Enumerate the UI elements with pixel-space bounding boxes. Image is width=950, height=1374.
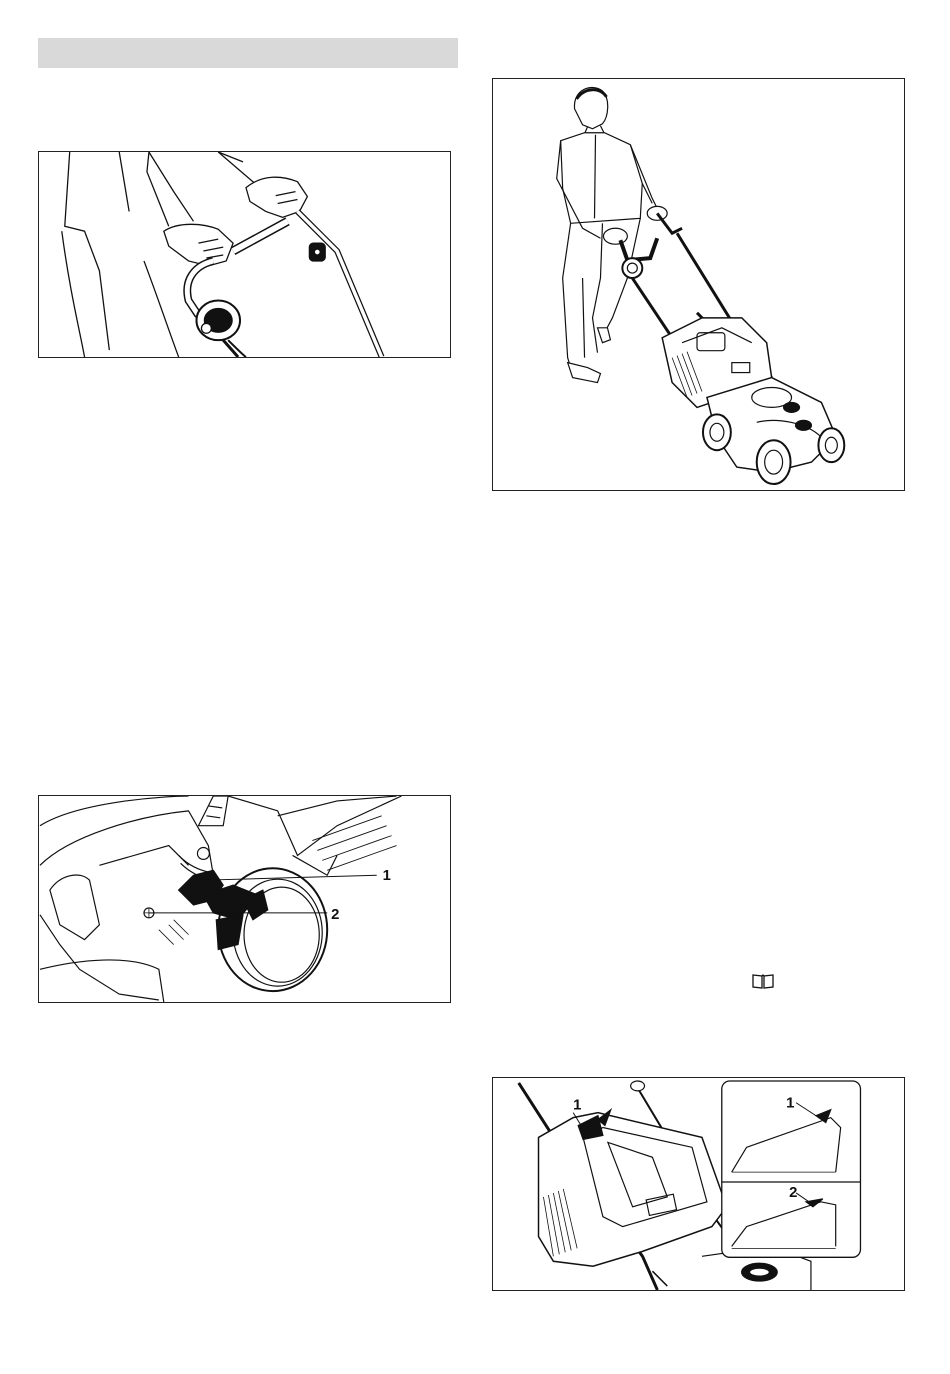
callout-2: 2	[331, 907, 339, 923]
book-icon	[752, 973, 774, 989]
callout-1: 1	[383, 868, 391, 884]
figure-grass-catcher-indicator: 1 1 2	[492, 1077, 905, 1291]
section-header-bar	[38, 38, 458, 68]
handle-grip-illustration	[39, 152, 450, 357]
callout-1-inset: 1	[786, 1096, 794, 1112]
figure-walking-with-mower	[492, 78, 905, 491]
grass-catcher-indicator-illustration: 1 1 2	[493, 1078, 904, 1290]
figure-height-adjust-wheel: 1 2	[38, 795, 451, 1003]
callout-2-inset: 2	[789, 1185, 797, 1201]
figure-handle-grip	[38, 151, 451, 358]
walking-with-mower-illustration	[493, 79, 904, 490]
height-adjust-wheel-illustration: 1 2	[39, 796, 450, 1002]
callout-1-main: 1	[573, 1098, 581, 1114]
